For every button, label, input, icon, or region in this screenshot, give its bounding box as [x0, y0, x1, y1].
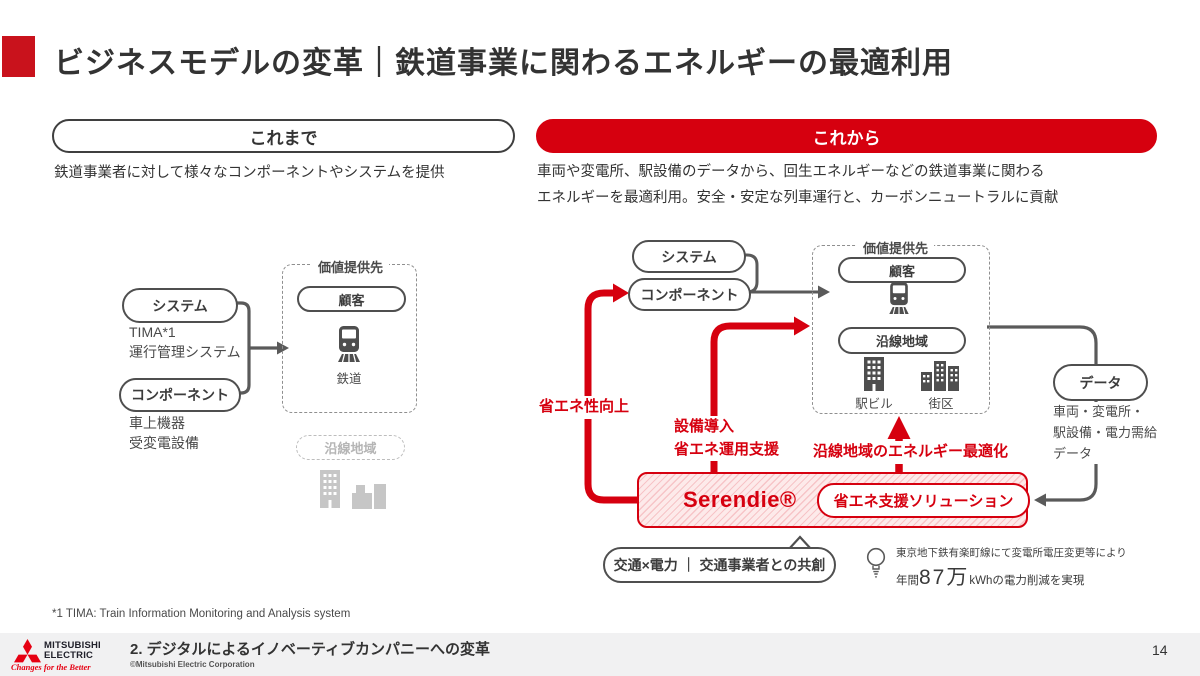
logo-wordmark-line1: MITSUBISHI: [44, 640, 101, 651]
achievement-value: 87万: [919, 566, 970, 589]
before-customer-label: 顧客: [338, 292, 365, 308]
logo-wordmark: MITSUBISHI ELECTRIC: [44, 641, 101, 661]
after-component-label: コンポーネント: [640, 286, 739, 303]
footer-bar: [0, 633, 1200, 676]
page-number: 14: [1152, 642, 1168, 658]
after-header-label: これから: [812, 128, 881, 148]
after-customer-pill: 顧客: [838, 257, 966, 283]
before-component-note: 車上機器 受変電設備: [129, 413, 199, 454]
before-region-pill: 沿線地域: [296, 435, 405, 460]
footer-copyright: ©Mitsubishi Electric Corporation: [130, 660, 255, 669]
footnote: *1 TIMA: Train Information Monitoring an…: [52, 608, 351, 620]
after-region-label: 沿線地域: [875, 334, 928, 349]
before-component-label: コンポーネント: [131, 387, 229, 403]
before-header-label: これまで: [249, 128, 318, 148]
red-arrow-region-head: [887, 416, 911, 439]
achievement-unit: kWh: [969, 575, 993, 587]
low-building-icon: [352, 481, 388, 509]
before-bracket-connector: [234, 301, 277, 395]
after-district-label: 街区: [928, 397, 954, 411]
achievement-prefix: 年間: [896, 575, 919, 587]
data-note-line2: 駅設備・電力需給: [1053, 424, 1158, 440]
red-arrow-equipment-head: [794, 316, 810, 336]
data-pill-label: データ: [1079, 374, 1122, 391]
cocreation-caret: [788, 535, 812, 550]
train-icon: [332, 325, 366, 365]
before-system-note1: TIMA*1: [129, 324, 176, 340]
data-note: 車両・変電所・ 駅設備・電力需給 データ: [1051, 402, 1160, 465]
data-note-line1: 車両・変電所・: [1053, 404, 1145, 419]
cocreation-label: 交通×電力 ｜ 交通事業者との共創: [613, 557, 826, 573]
after-arrowhead: [818, 285, 830, 299]
title-accent-square: [2, 36, 35, 77]
label-equipment: 設備導入 省エネ運用支援: [672, 416, 782, 461]
after-system-label: システム: [661, 248, 717, 265]
office-building-icon: [318, 470, 342, 508]
serendie-brand: Serendie®: [683, 487, 797, 512]
serendie-box: Serendie® 省エネ支援ソリューション: [637, 472, 1031, 528]
data-pill: データ: [1053, 364, 1148, 401]
before-component-pill: コンポーネント: [119, 378, 241, 412]
before-description: 鉄道事業者に対して様々なコンポーネントやシステムを提供: [54, 165, 445, 181]
after-bracket-connector: [743, 253, 818, 294]
label-equipment-line1: 設備導入: [674, 418, 735, 435]
label-region-optimization: 沿線地域のエネルギー最適化: [811, 441, 1011, 464]
mitsubishi-logo-icon: [14, 639, 41, 663]
before-system-note: TIMA*1 運行管理システム: [129, 322, 241, 363]
page-title: ビジネスモデルの変革｜鉄道事業に関わるエネルギーの最適利用: [54, 47, 953, 80]
district-buildings-icon: [920, 359, 962, 391]
before-system-note2: 運行管理システム: [129, 344, 241, 361]
after-component-pill: コンポーネント: [628, 278, 751, 311]
before-system-pill: システム: [122, 288, 238, 323]
after-header-pill: これから: [536, 119, 1157, 153]
after-region-pill: 沿線地域: [838, 327, 966, 354]
before-rail-label: 鉄道: [336, 372, 362, 386]
before-arrowhead: [277, 341, 289, 355]
red-arrow-saving-head: [613, 283, 629, 303]
lightbulb-icon: [864, 546, 888, 580]
footer-section-title: 2. デジタルによるイノベーティブカンパニーへの変革: [130, 641, 491, 658]
after-station-label: 駅ビル: [855, 397, 893, 411]
before-component-note1: 車上機器: [129, 415, 185, 431]
after-description: 車両や変電所、駅設備のデータから、回生エネルギーなどの鉄道事業に関わる エネルギ…: [537, 159, 1058, 211]
before-value-box-title: 価値提供先: [312, 257, 390, 276]
data-note-line3: データ: [1053, 445, 1093, 461]
logo-tagline: Changes for the Better: [11, 662, 91, 672]
after-system-pill: システム: [632, 240, 746, 273]
achievement-suffix: の電力削減を実現: [992, 575, 1085, 587]
achievement-line2: 年間 87万 kWh の電力削減を実現: [896, 561, 1127, 591]
before-system-label: システム: [152, 297, 208, 314]
before-customer-pill: 顧客: [297, 286, 406, 312]
after-value-box-title: 価値提供先: [857, 238, 935, 257]
station-building-icon: [862, 357, 886, 391]
logo-wordmark-line2: ELECTRIC: [44, 649, 94, 661]
data-loop-arrowhead: [1034, 493, 1046, 507]
achievement-note: 東京地下鉄有楽町線にて変電所電圧変更等により 年間 87万 kWh の電力削減を…: [896, 545, 1127, 591]
label-energy-saving: 省エネ性向上: [537, 396, 632, 419]
train-icon: [884, 281, 914, 317]
label-equipment-line2: 省エネ運用支援: [674, 440, 780, 458]
red-arrow-equipment: [710, 322, 794, 472]
achievement-line1: 東京地下鉄有楽町線にて変電所電圧変更等により: [896, 547, 1127, 559]
cocreation-pill: 交通×電力 ｜ 交通事業者との共創: [603, 547, 836, 583]
after-customer-label: 顧客: [888, 263, 915, 279]
before-header-pill: これまで: [52, 119, 515, 153]
after-description-line1: 車両や変電所、駅設備のデータから、回生エネルギーなどの鉄道事業に関わる: [537, 164, 1045, 180]
after-description-line2: エネルギーを最適利用。安全・安定な列車運行と、カーボンニュートラルに貢献: [537, 190, 1059, 206]
solution-pill: 省エネ支援ソリューション: [816, 482, 1031, 518]
before-region-label: 沿線地域: [324, 441, 377, 456]
before-component-note2: 受変電設備: [129, 435, 199, 452]
